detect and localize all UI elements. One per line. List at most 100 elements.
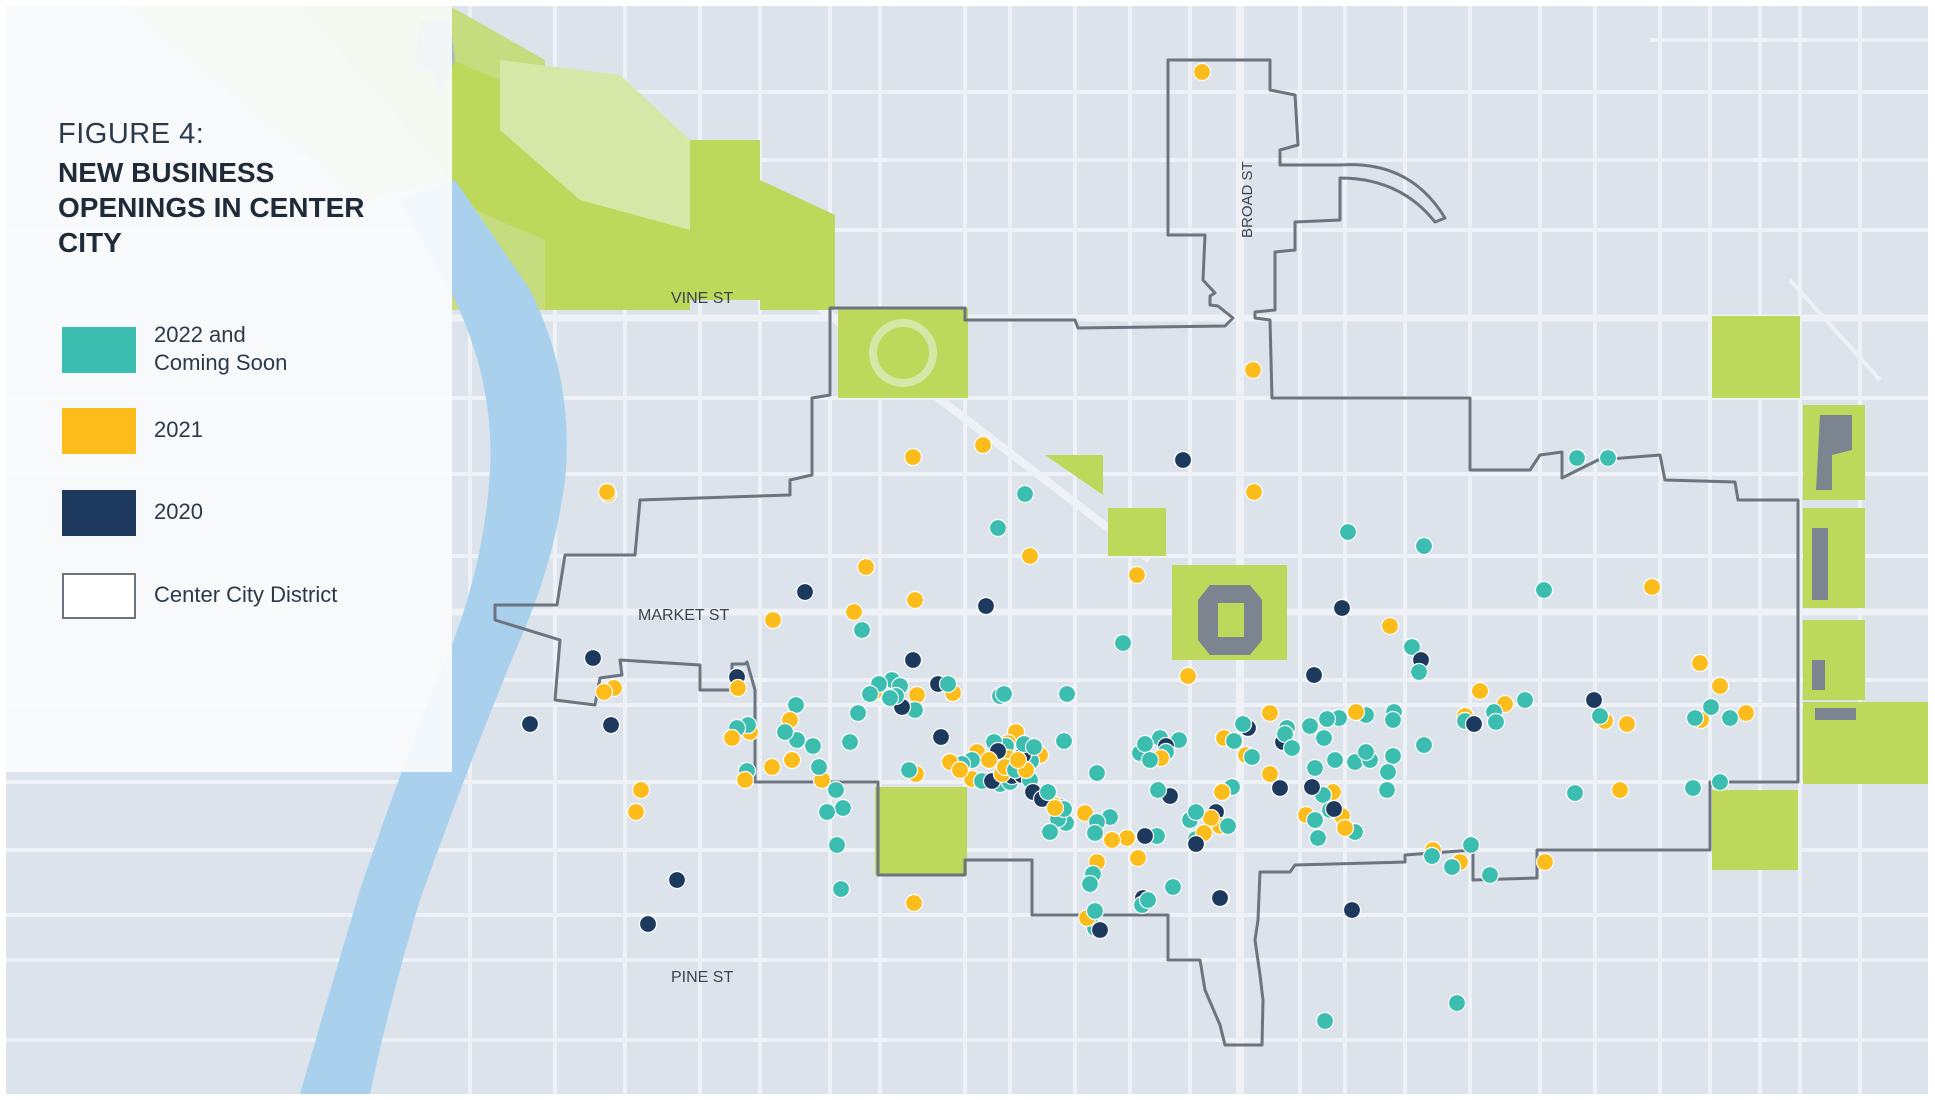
vine-st-label: VINE ST [671,290,733,307]
business-opening-dot [667,870,687,890]
business-opening-dot [1380,616,1400,636]
business-opening-dot [1414,536,1434,556]
business-opening-dot [1085,823,1105,843]
business-opening-dot [1140,750,1160,770]
legend-swatch-outline [62,573,136,619]
business-opening-dot [1038,782,1058,802]
business-opening-dot [1186,802,1206,822]
business-opening-dot [1701,697,1721,717]
business-opening-dot [817,802,837,822]
business-opening-dot [907,685,927,705]
logan-circle-fountain [877,327,929,379]
business-opening-dot [1377,780,1397,800]
business-opening-dot [1117,828,1137,848]
business-opening-dot [1515,690,1535,710]
business-opening-dot [1138,890,1158,910]
business-opening-dot [631,780,651,800]
business-opening-dot [626,802,646,822]
business-opening-dot [1024,737,1044,757]
park [1712,316,1800,398]
business-opening-dot [826,780,846,800]
business-opening-dot [1315,1011,1335,1031]
business-opening-dot [1690,653,1710,673]
business-opening-dot [1300,716,1320,736]
business-opening-dot [938,674,958,694]
business-opening-dot [1308,828,1328,848]
street-diagonal [1788,278,1882,382]
business-opening-dot [722,728,742,748]
business-opening-dot [1567,448,1587,468]
street-labels: VINE ST MARKET ST PINE ST BROAD ST [638,161,1256,986]
business-opening-dot [903,650,923,670]
business-opening-dot [809,757,829,777]
business-opening-dot [1186,834,1206,854]
pine-st-label: PINE ST [671,969,733,986]
legend-label: 2022 and Coming Soon [154,322,288,375]
business-opening-dot [1260,703,1280,723]
business-opening-dot [1534,580,1554,600]
business-opening-dot [1212,782,1232,802]
business-opening-dot [1383,746,1403,766]
business-opening-dot [994,684,1014,704]
business-opening-dot [1135,826,1155,846]
park-triangle [1045,455,1103,495]
business-opening-dot [1447,993,1467,1013]
building [1815,708,1856,720]
business-opening-dot [1335,818,1355,838]
business-opening-dot [1409,662,1429,682]
business-opening-dot [1218,816,1238,836]
legend-label: 2021 [154,417,203,442]
business-opening-dot [1486,712,1506,732]
business-opening-dot [856,557,876,577]
business-opening-dot [775,722,795,742]
business-opening-dot [520,714,540,734]
business-opening-dot [1102,830,1122,850]
business-opening-dot [782,750,802,770]
legend-swatch-navy [62,490,136,536]
business-opening-dot [905,590,925,610]
business-opening-dot [1087,763,1107,783]
business-opening-dot [860,684,880,704]
business-opening-dot [1304,665,1324,685]
business-opening-dot [1565,783,1585,803]
business-opening-dot [1270,778,1290,798]
business-opening-dot [988,518,1008,538]
business-opening-dot [1163,877,1183,897]
park [1108,508,1166,556]
broad-st-label: BROAD ST [1239,161,1256,238]
schuylkill-river [300,180,567,1094]
business-opening-dot [1324,799,1344,819]
park [760,180,835,310]
business-opening-dot [1090,920,1110,940]
business-opening-dot [1470,681,1490,701]
business-opening-dot [1414,735,1434,755]
business-opening-dot [1617,714,1637,734]
business-opening-dot [795,582,815,602]
business-opening-dot [1242,747,1262,767]
business-opening-dot [1378,762,1398,782]
business-opening-dot [1054,731,1074,751]
business-opening-dot [899,760,919,780]
center-city-district-boundary [493,58,1800,1047]
park-oval [500,60,690,230]
business-opening-dot [762,757,782,777]
business-opening-dot [1080,874,1100,894]
business-opening-dot [1020,546,1040,566]
business-opening-dot [1464,714,1484,734]
business-openings [520,62,1756,1031]
business-opening-dot [844,602,864,622]
business-opening-dot [1342,900,1362,920]
business-opening-dot [803,736,823,756]
business-opening-dot [1736,703,1756,723]
legend-label: Center City District [154,582,338,607]
business-opening-dot [903,447,923,467]
business-opening-dot [1683,778,1703,798]
business-opening-dot [1480,865,1500,885]
business-opening-dot [1302,777,1322,797]
business-opening-dot [1461,835,1481,855]
business-opening-dot [880,688,900,708]
business-opening-dot [1590,706,1610,726]
business-opening-dot [1224,731,1244,751]
legend-swatch-teal [62,327,136,373]
